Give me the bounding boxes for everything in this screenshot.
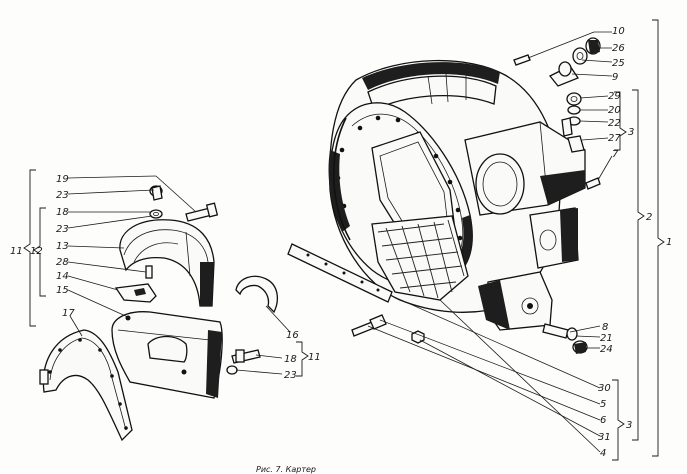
small-nut (411, 330, 425, 344)
right-side-small-parts (561, 92, 601, 190)
callout-16: 16 (286, 330, 299, 341)
bolt-19 (185, 202, 219, 222)
callout-9: 9 (612, 72, 618, 83)
callout-2: 2 (646, 212, 652, 223)
callout-19: 19 (56, 174, 69, 185)
callout-18-b: 18 (284, 354, 297, 365)
callout-31: 31 (598, 432, 611, 443)
callout-8: 8 (602, 322, 608, 333)
oil-seal-half (235, 275, 279, 314)
callout-29: 29 (608, 91, 621, 102)
callout-14: 14 (56, 271, 69, 282)
gasket (39, 329, 133, 442)
callout-5: 5 (600, 399, 606, 410)
callout-1: 1 (666, 237, 672, 248)
callout-24: 24 (600, 344, 613, 355)
callout-30: 30 (598, 383, 611, 394)
callout-11-left: 11 (10, 246, 23, 257)
callout-4: 4 (600, 448, 606, 459)
callout-10: 10 (612, 26, 625, 37)
callout-23-c: 23 (284, 370, 297, 381)
callout-22: 22 (608, 118, 621, 129)
top-right-fasteners (513, 37, 601, 87)
dowel-pin (145, 265, 153, 279)
callout-numbers: 10 26 25 9 29 20 22 27 7 3 2 1 8 21 24 3… (10, 26, 672, 459)
callout-3-upper: 3 (628, 127, 634, 138)
leader-lines (67, 31, 613, 453)
callout-12: 12 (30, 246, 43, 257)
callout-3-lower: 3 (626, 420, 632, 431)
figure-caption: Рис. 7. Картер (256, 465, 316, 474)
callout-15: 15 (56, 285, 69, 296)
bottom-right-fasteners (542, 323, 588, 354)
side-strip-part (287, 243, 393, 303)
callout-23-a: 23 (56, 190, 69, 201)
callout-20: 20 (608, 105, 621, 116)
callout-23-b: 23 (56, 224, 69, 235)
crankcase-housing (328, 59, 586, 331)
callout-25: 25 (612, 58, 625, 69)
grouping-braces (23, 19, 665, 461)
callout-7: 7 (612, 149, 619, 160)
callout-28: 28 (56, 257, 69, 268)
lock-plate (114, 283, 157, 303)
callout-11-right: 11 (308, 352, 321, 363)
callout-27: 27 (608, 133, 621, 144)
stud-bolt (351, 314, 387, 337)
callout-13: 13 (56, 241, 69, 252)
callout-21: 21 (600, 333, 613, 344)
callout-6: 6 (600, 415, 606, 426)
callout-18-a: 18 (56, 207, 69, 218)
upper-bearing-cap (119, 219, 215, 307)
callout-17: 17 (62, 308, 75, 319)
callout-26: 26 (612, 43, 625, 54)
washers-18-23 (149, 185, 163, 219)
lower-bearing-block (111, 311, 223, 399)
